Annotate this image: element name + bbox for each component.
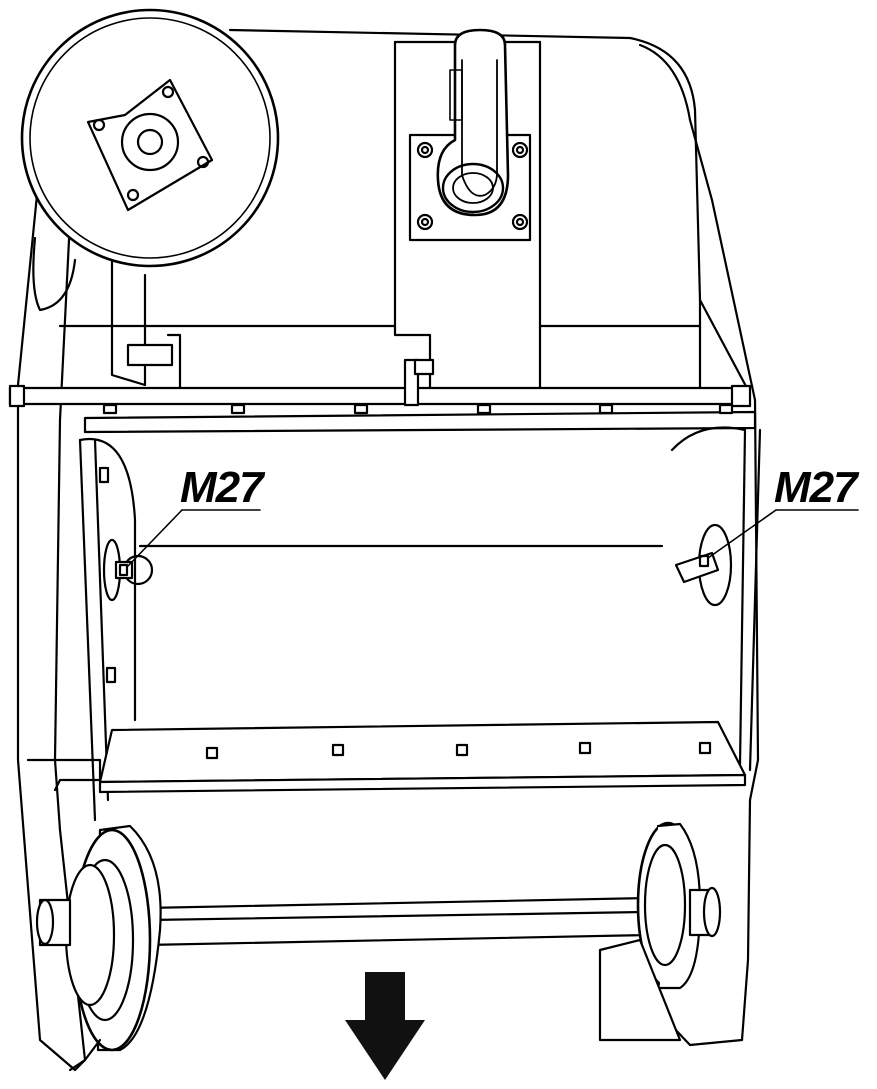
bolt-2 [511,141,529,159]
wheel-assembly [35,821,722,1072]
down-arrow-icon [345,972,425,1080]
top-rail [8,358,752,408]
bolt-4 [511,213,529,231]
right-side-panel [598,118,760,1047]
inner-frame [78,426,762,822]
housing-top-edge [228,28,702,392]
callout-label-right: M27 [774,463,858,512]
bolt-3 [416,213,434,231]
cable-reel [20,8,280,397]
central-column [393,28,542,394]
housing-right-back [638,43,692,122]
reel-hub-plate [86,78,214,212]
right-wheel [636,821,722,990]
left-leader-line [127,509,183,567]
left-wheel [35,824,162,1052]
callout-label-left: M27 [180,463,264,512]
right-panel-inner [698,298,750,392]
upper-shelf [83,403,757,434]
right-leader-line [707,509,777,559]
callout-leaders [127,509,859,567]
bolt-1 [416,141,434,159]
right-m27-bolt [674,551,720,584]
axle [143,896,652,947]
lower-shelf [26,720,747,794]
